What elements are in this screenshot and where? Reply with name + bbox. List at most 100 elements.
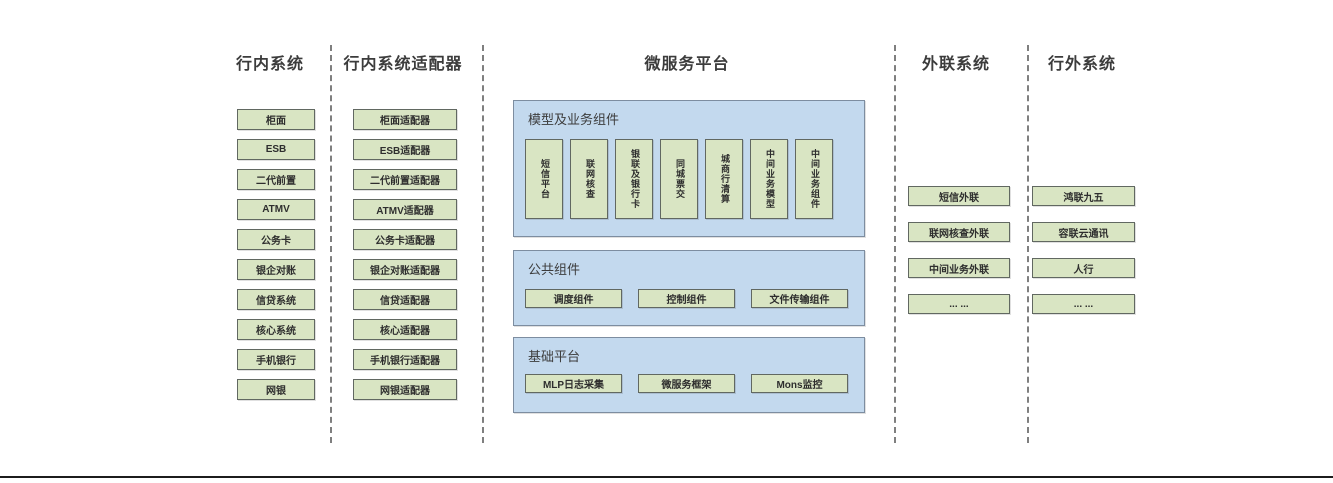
external-box: 鸿联九五	[1032, 186, 1135, 206]
panel-common-components: 公共组件 调度组件 控制组件 文件传输组件	[513, 250, 865, 326]
component-box-label: 控制组件	[666, 295, 707, 306]
outbound-systems-list: 短信外联 联网核查外联 中间业务外联 ... ...	[908, 186, 1010, 314]
adapter-box: 二代前置适配器	[353, 169, 457, 190]
system-box: 银企对账	[237, 259, 315, 280]
lane-divider	[330, 45, 332, 443]
system-box-label: 信贷系统	[256, 296, 296, 307]
system-box: ATMV	[237, 199, 315, 220]
system-box: 手机银行	[237, 349, 315, 370]
external-box-label: ... ...	[1073, 298, 1094, 310]
panel-model-business-components: 模型及业务组件 短信平台 联网核查 银联及银行卡 同城票交 城商行清算 中间业务…	[513, 100, 865, 237]
system-box: 二代前置	[237, 169, 315, 190]
panel-label: 模型及业务组件	[528, 112, 620, 127]
component-box-vertical: 中间业务组件	[795, 139, 833, 219]
adapter-box-label: ATMV适配器	[376, 206, 434, 217]
system-box: 公务卡	[237, 229, 315, 250]
adapter-box: 网银适配器	[353, 379, 457, 400]
panel-base-platform: 基础平台 MLP日志采集 微服务框架 Mons监控	[513, 337, 865, 413]
system-box: 网银	[237, 379, 315, 400]
external-systems-list: 鸿联九五 容联云通讯 人行 ... ...	[1032, 186, 1135, 314]
system-box-label: 银企对账	[256, 266, 296, 277]
system-box-label: ESB	[265, 144, 287, 155]
external-box: ... ...	[1032, 294, 1135, 314]
outbound-box: 短信外联	[908, 186, 1010, 206]
system-box: 柜面	[237, 109, 315, 130]
adapter-box-label: 柜面适配器	[380, 116, 430, 127]
outbound-box: 中间业务外联	[908, 258, 1010, 278]
lane-header-internal-adapters: 行内系统适配器	[343, 56, 463, 73]
adapter-box: 手机银行适配器	[353, 349, 457, 370]
adapter-box-label: 手机银行适配器	[370, 356, 440, 367]
adapter-box: 公务卡适配器	[353, 229, 457, 250]
system-box: ESB	[237, 139, 315, 160]
adapter-box: 核心适配器	[353, 319, 457, 340]
system-box-label: 二代前置	[256, 176, 296, 187]
component-box-vertical: 中间业务模型	[750, 139, 788, 219]
lane-divider	[894, 45, 896, 443]
system-box-label: 柜面	[266, 116, 286, 127]
lane-header-microservice-platform: 微服务平台	[644, 56, 730, 73]
component-box-vertical: 城商行清算	[705, 139, 743, 219]
outbound-box: ... ...	[908, 294, 1010, 314]
external-box: 人行	[1032, 258, 1135, 278]
component-box: 文件传输组件	[751, 289, 848, 308]
adapter-box: ESB适配器	[353, 139, 457, 160]
outbound-box: 联网核查外联	[908, 222, 1010, 242]
lane-header-internal-systems: 行内系统	[235, 56, 304, 73]
component-box-label: 联网核查	[584, 159, 595, 199]
component-box-label: 中间业务组件	[809, 149, 820, 209]
component-box-label: MLP日志采集	[542, 380, 605, 391]
outbound-box-label: 中间业务外联	[929, 264, 989, 276]
external-box-label: 人行	[1073, 264, 1094, 276]
system-box-label: 网银	[266, 386, 286, 397]
outbound-box-label: 联网核查外联	[929, 228, 989, 240]
adapter-box: 信贷适配器	[353, 289, 457, 310]
outbound-box-label: 短信外联	[939, 192, 979, 204]
component-box-vertical: 银联及银行卡	[615, 139, 653, 219]
adapter-box: 柜面适配器	[353, 109, 457, 130]
lane-header-external-systems: 行外系统	[1047, 56, 1116, 73]
adapter-box-label: 银企对账适配器	[370, 266, 440, 277]
component-box-label: 短信平台	[539, 159, 550, 199]
model-components-list: 短信平台 联网核查 银联及银行卡 同城票交 城商行清算 中间业务模型 中间业务组…	[525, 139, 833, 219]
component-box: 调度组件	[525, 289, 622, 308]
lane-divider	[482, 45, 484, 443]
external-box-label: 容联云通讯	[1058, 228, 1109, 240]
system-box-label: ATMV	[262, 204, 290, 215]
base-platform-list: MLP日志采集 微服务框架 Mons监控	[525, 374, 848, 393]
system-box-label: 手机银行	[256, 356, 296, 367]
component-box-label: 银联及银行卡	[629, 149, 640, 209]
component-box-label: 中间业务模型	[764, 149, 775, 209]
component-box-label: Mons监控	[776, 380, 823, 391]
lane-divider	[1027, 45, 1029, 443]
system-box: 核心系统	[237, 319, 315, 340]
adapter-box-label: 二代前置适配器	[370, 176, 440, 187]
system-box: 信贷系统	[237, 289, 315, 310]
internal-systems-list: 柜面 ESB 二代前置 ATMV 公务卡 银企对账 信贷系统 核心系统 手机银行…	[237, 109, 315, 400]
component-box-vertical: 短信平台	[525, 139, 563, 219]
adapter-box-label: ESB适配器	[379, 146, 431, 157]
external-box: 容联云通讯	[1032, 222, 1135, 242]
component-box: 微服务框架	[638, 374, 735, 393]
bottom-frame-line	[0, 476, 1333, 478]
adapter-box-label: 核心适配器	[380, 326, 430, 337]
component-box-label: 城商行清算	[719, 154, 730, 204]
internal-adapters-list: 柜面适配器 ESB适配器 二代前置适配器 ATMV适配器 公务卡适配器 银企对账…	[353, 109, 457, 400]
component-box-vertical: 联网核查	[570, 139, 608, 219]
adapter-box-label: 公务卡适配器	[375, 236, 435, 247]
adapter-box: 银企对账适配器	[353, 259, 457, 280]
external-box-label: 鸿联九五	[1063, 192, 1104, 204]
component-box-label: 调度组件	[553, 295, 594, 306]
adapter-box-label: 网银适配器	[380, 386, 430, 397]
adapter-box: ATMV适配器	[353, 199, 457, 220]
component-box: MLP日志采集	[525, 374, 622, 393]
panel-label: 公共组件	[528, 262, 581, 277]
component-box: Mons监控	[751, 374, 848, 393]
adapter-box-label: 信贷适配器	[380, 296, 430, 307]
outbound-box-label: ... ...	[949, 298, 969, 310]
component-box-label: 微服务框架	[661, 380, 712, 391]
lane-header-outbound-systems: 外联系统	[921, 56, 990, 73]
component-box-label: 文件传输组件	[769, 295, 830, 306]
system-box-label: 公务卡	[261, 236, 291, 247]
